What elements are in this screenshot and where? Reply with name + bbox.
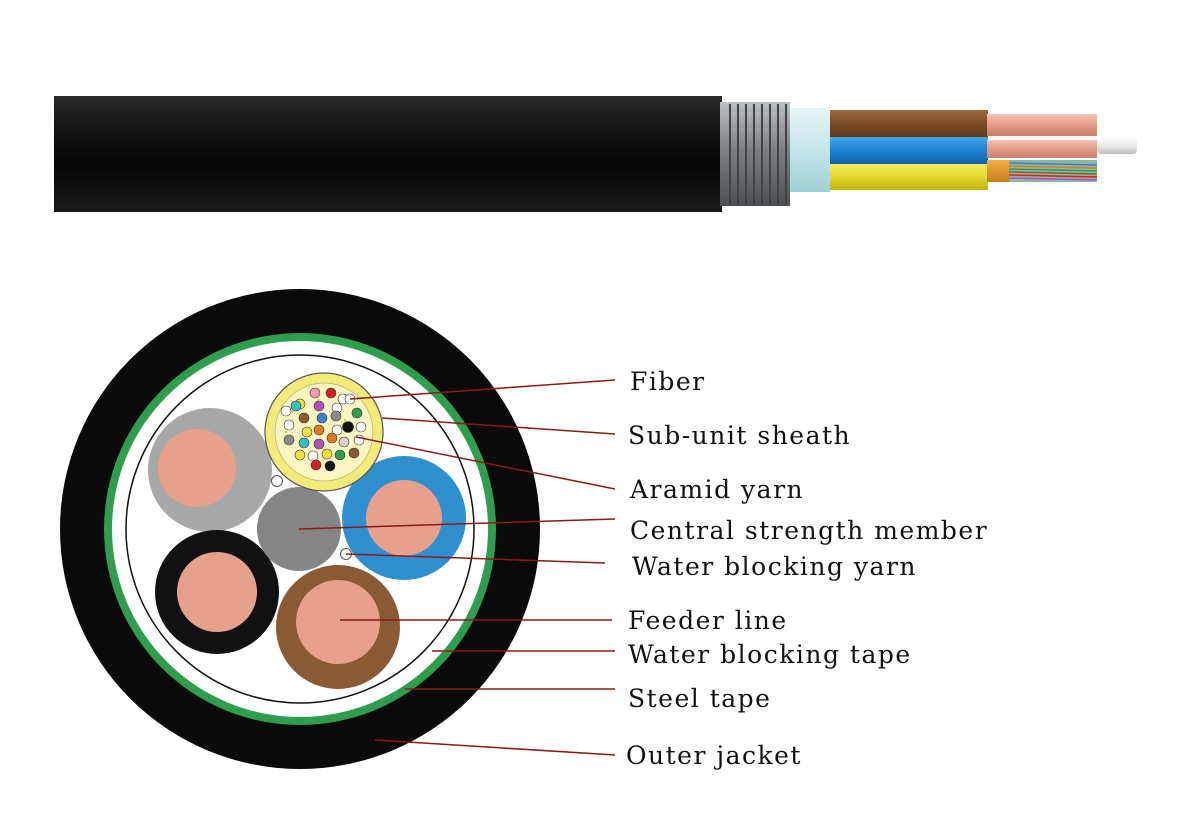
fiber-32	[324, 460, 336, 472]
fiber-23	[326, 432, 338, 444]
label-central-strength-member: Central strength member	[630, 516, 988, 545]
fiber-11	[316, 412, 328, 424]
side-fiber-bundle	[1008, 160, 1098, 182]
fiber-9	[280, 405, 292, 417]
fiber-30	[348, 447, 360, 459]
fiber-21	[298, 437, 310, 449]
side-copper-conductor-2	[987, 140, 1097, 158]
fiber-15	[301, 426, 313, 438]
leader-water-blocking-yarn	[345, 553, 606, 564]
fiber-29	[334, 449, 346, 461]
fiber-17	[331, 424, 343, 436]
fiber-28	[321, 448, 333, 460]
fiber-22	[313, 438, 325, 450]
fiber-2	[325, 387, 337, 399]
cable-cross-section	[60, 289, 540, 769]
side-blue-core	[830, 137, 988, 165]
leader-sub-unit-sheath	[381, 417, 616, 435]
side-copper-conductor-1	[987, 114, 1097, 136]
fiber-6	[313, 400, 325, 412]
labels: Fiber Sub-unit sheath Aramid yarn Centra…	[626, 367, 988, 770]
leader-fiber	[349, 379, 616, 400]
label-steel-tape: Steel tape	[628, 684, 771, 713]
fiber-1	[309, 387, 321, 399]
fiber-25	[353, 434, 365, 446]
fiber-13	[290, 400, 302, 412]
side-yellow-core	[830, 164, 988, 190]
leader-lines	[298, 379, 616, 756]
leader-outer-jacket	[374, 739, 616, 756]
fiber-12	[330, 410, 342, 422]
fiber-27	[307, 450, 319, 462]
fiber-8	[351, 407, 363, 419]
side-central-strength-member	[1097, 136, 1137, 154]
fiber-14	[283, 419, 295, 431]
optical-sub-unit	[264, 372, 384, 492]
leader-aramid-yarn	[355, 436, 616, 490]
side-water-blocking-tape	[790, 108, 830, 192]
fiber-10	[298, 412, 310, 424]
fiber-20	[283, 434, 295, 446]
leader-central-strength-member	[298, 518, 616, 530]
water-blocking-yarn-2	[271, 475, 283, 487]
side-steel-corrugation	[729, 104, 787, 204]
label-aramid-yarn: Aramid yarn	[629, 475, 804, 504]
inner-boundary-line	[125, 354, 475, 704]
label-water-blocking-yarn: Water blocking yarn	[632, 552, 917, 581]
cable-side-view	[54, 96, 1137, 212]
fiber-31	[310, 459, 322, 471]
side-orange-subunit	[987, 160, 1009, 182]
side-brown-core	[830, 110, 988, 138]
label-outer-jacket: Outer jacket	[626, 741, 802, 770]
fiber-24	[338, 436, 350, 448]
feeder-line-brown	[276, 565, 400, 689]
feeder-line-blue	[342, 456, 466, 580]
feeder-line-black	[155, 530, 279, 654]
fiber-16	[313, 424, 325, 436]
label-water-blocking-tape: Water blocking tape	[628, 640, 912, 669]
fiber-26	[294, 449, 306, 461]
fiber-19	[355, 421, 367, 433]
feeder-line-gray	[148, 408, 272, 532]
label-fiber: Fiber	[630, 367, 706, 396]
fiber-18	[342, 421, 354, 433]
label-feeder-line: Feeder line	[628, 606, 788, 635]
label-sub-unit-sheath: Sub-unit sheath	[628, 421, 851, 450]
side-outer-jacket	[54, 96, 722, 212]
fibers	[280, 387, 367, 472]
